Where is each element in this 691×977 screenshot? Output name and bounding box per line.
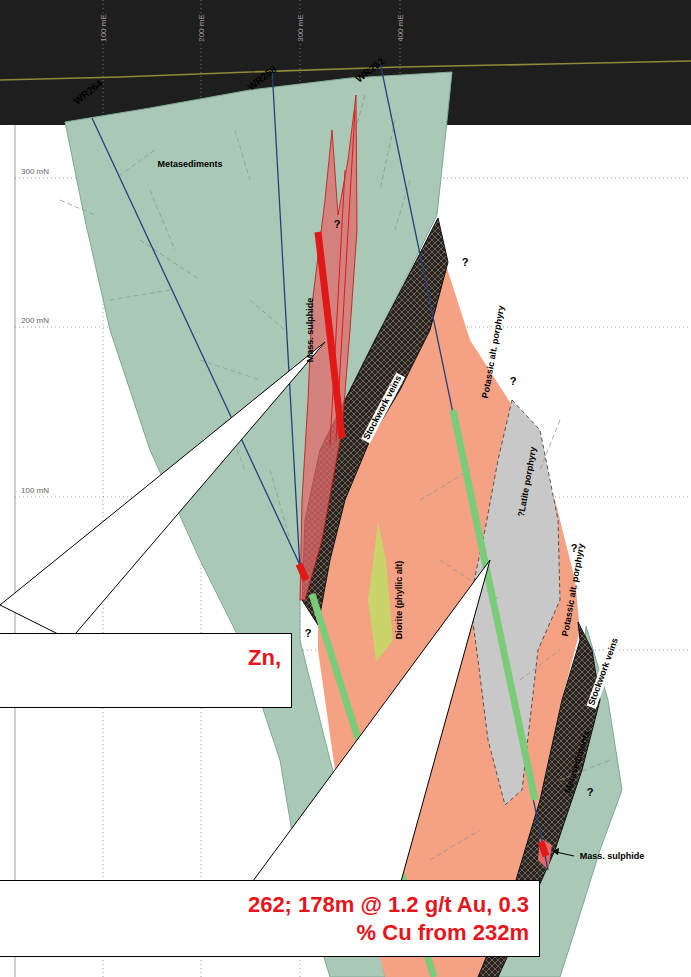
axis-label: 300 mN	[19, 168, 51, 177]
massive-sulphide-unit	[538, 838, 552, 870]
grid	[15, 0, 691, 977]
topography-line	[0, 61, 691, 80]
sulphide-intercept	[299, 564, 306, 580]
callout-pointer	[250, 560, 490, 885]
callout-box: Zn,	[0, 633, 292, 708]
callout-text: 262; 178m @ 1.2 g/t Au, 0.3 % Cu from 23…	[229, 891, 529, 946]
axis-label: 200 mN	[19, 317, 51, 326]
axis-label: 200 mE	[198, 14, 207, 42]
query-mark: ?	[510, 375, 517, 387]
unit-label: Mass. sulphide	[306, 298, 316, 363]
callout-text: Zn,	[248, 644, 281, 672]
vein-texture	[60, 95, 610, 860]
sulphide-intercept	[541, 842, 546, 856]
axis-label: 100 mN	[19, 487, 51, 496]
callout-box: 262; 178m @ 1.2 g/t Au, 0.3 % Cu from 23…	[0, 880, 540, 957]
axis-label: 100 mE	[100, 14, 109, 42]
query-mark: ?	[334, 218, 341, 230]
massive-sulphide-unit	[300, 95, 357, 600]
sulphide-intercept	[318, 232, 342, 438]
unit-label: Metasediments	[157, 160, 222, 170]
axis-label: 300 mE	[297, 14, 306, 42]
diorite-unit	[368, 522, 393, 662]
query-mark: ?	[305, 627, 312, 639]
latite-unit	[470, 400, 560, 805]
unit-label: Diorite (phyllic alt)	[395, 561, 405, 640]
query-mark: ?	[587, 786, 594, 798]
unit-label: Mass. sulphide	[580, 852, 645, 862]
drill-traces	[92, 62, 548, 870]
axis-label: 400 mE	[397, 14, 406, 42]
callout-pointer	[0, 342, 325, 640]
query-mark: ?	[462, 256, 469, 268]
